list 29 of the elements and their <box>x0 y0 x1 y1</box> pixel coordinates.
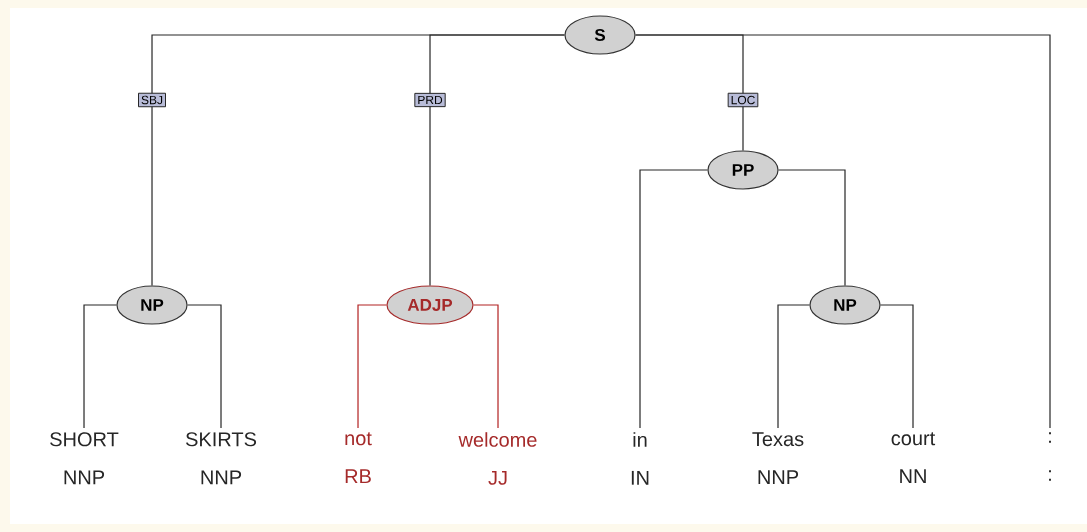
pos-tag: RB <box>345 469 371 484</box>
tree-line <box>83 304 117 429</box>
tree-line <box>473 304 499 429</box>
word: welcome <box>458 432 537 447</box>
word: in <box>633 432 647 447</box>
edge-label: PRD <box>414 92 446 108</box>
pos-tag: IN <box>631 470 649 485</box>
word: : <box>1049 432 1051 443</box>
word: Texas <box>752 432 804 447</box>
pos-tag: NNP <box>64 470 105 485</box>
tree-line <box>880 304 914 429</box>
edge-label: LOC <box>727 92 759 108</box>
tree-line <box>778 169 846 286</box>
pos-tag: NNP <box>201 470 242 485</box>
tree-line <box>777 304 810 429</box>
tree-line <box>635 34 1051 429</box>
word: SKIRTS <box>186 432 257 447</box>
pos-tag: : <box>1049 470 1051 481</box>
word: SHORT <box>50 432 119 447</box>
word: court <box>891 432 936 446</box>
tree-line <box>357 304 387 429</box>
tree-line <box>187 304 222 429</box>
tree-line <box>639 169 708 429</box>
edge-label: SBJ <box>138 92 166 108</box>
pos-tag: NNP <box>758 470 799 484</box>
tree-line <box>429 34 565 286</box>
word: not <box>345 432 372 446</box>
pos-tag: JJ <box>488 470 507 485</box>
pos-tag: NN <box>900 469 926 484</box>
